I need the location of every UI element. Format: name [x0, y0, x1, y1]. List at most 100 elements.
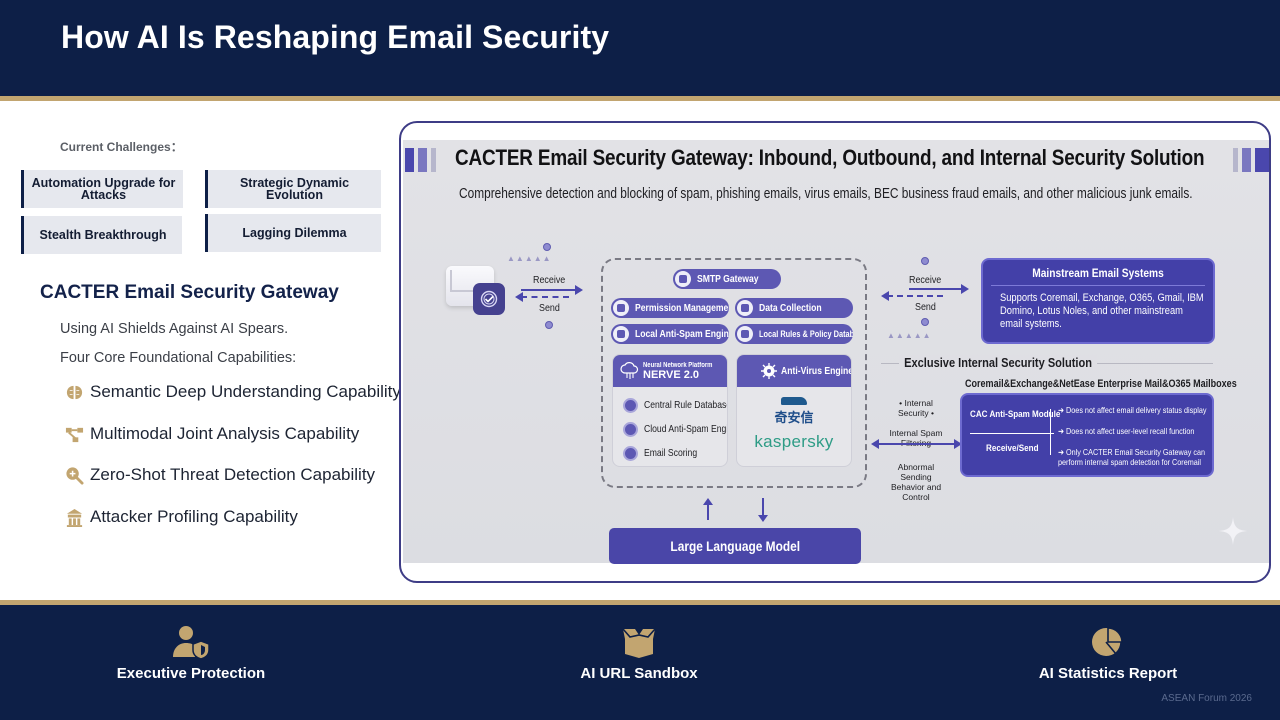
nerve-item: Central Rule Database [623, 393, 727, 417]
nerve-item: Email Scoring [623, 441, 727, 465]
capability-zero-shot: Zero-Shot Threat Detection Capability [65, 465, 375, 485]
receive-send-label: Receive/Send [986, 443, 1039, 454]
challenge-label: Lagging Dilemma [242, 226, 347, 240]
smtp-gateway: SMTP Gateway [673, 269, 781, 289]
internal-heading: Exclusive Internal Security Solution [899, 355, 1098, 370]
cloud-network-icon [620, 362, 639, 379]
bidirectional-arrow [875, 443, 955, 445]
pencil-icon [623, 445, 638, 461]
challenges-label: Current Challenges： [60, 140, 183, 154]
right-receive-label: Receive [909, 274, 942, 286]
down-arrow-head [758, 515, 768, 522]
bullet: ➜ Does not affect email delivery status … [1058, 405, 1207, 415]
internal-side: • Internal Security • Internal Spam Filt… [883, 398, 949, 502]
capability-attacker-profiling: Attacker Profiling Capability [65, 507, 298, 527]
feature-label: AI Statistics Report [1038, 665, 1178, 682]
footer-bar: Executive Protection AI URL Sandbox AI S… [0, 605, 1280, 720]
architecture-diagram: CACTER Email Security Gateway: Inbound, … [403, 140, 1269, 564]
nerve-header: Neural Network Platform NERVE 2.0 [613, 355, 727, 387]
nerve-item: Cloud Anti-Spam Engine [623, 417, 727, 441]
antivirus-card: Anti-Virus Engine 奇安信 kaspersky [736, 354, 852, 467]
header-bar: How AI Is Reshaping Email Security [0, 0, 1280, 96]
capability-label: Semantic Deep Understanding Capability [90, 382, 401, 401]
capability-label: Multimodal Joint Analysis Capability [90, 424, 360, 443]
feature-label: AI URL Sandbox [580, 665, 698, 682]
feature-ai-url-sandbox: AI URL Sandbox [519, 625, 759, 682]
antivirus-header: Anti-Virus Engine [737, 355, 851, 387]
mail-dot [921, 257, 929, 265]
capability-semantic: Semantic Deep Understanding Capability [65, 382, 401, 402]
brain-icon [66, 385, 83, 399]
internal-mailboxes: Coremail&Exchange&NetEase Enterprise Mai… [965, 378, 1237, 390]
diagram-subtitle: Comprehensive detection and blocking of … [459, 186, 1193, 202]
database-icon [623, 397, 638, 413]
magnify-plus-icon [66, 466, 84, 485]
left-receive-label: Receive [533, 274, 566, 286]
module-local-anti-spam: Local Anti-Spam Engine [611, 324, 729, 344]
shield-check-icon [473, 283, 505, 315]
diagram-panel: CACTER Email Security Gateway: Inbound, … [399, 121, 1271, 583]
pie-chart-icon [1092, 627, 1123, 657]
send-arrow [881, 291, 943, 301]
feature-executive-protection: Executive Protection [71, 625, 311, 682]
challenge-label: Automation Upgrade for Attacks [31, 176, 176, 202]
large-language-model: Large Language Model [609, 528, 861, 564]
mail-dot [545, 321, 553, 329]
right-send-label: Send [915, 301, 936, 313]
network-icon [65, 427, 84, 442]
capabilities-intro: Four Core Foundational Capabilities: [60, 350, 297, 366]
challenge-automation-upgrade: Automation Upgrade for Attacks [21, 170, 183, 208]
feature-label: Executive Protection [116, 665, 266, 682]
divider-bottom [0, 600, 1280, 605]
kaspersky-logo: kaspersky [754, 432, 834, 451]
diagram-title: CACTER Email Security Gateway: Inbound, … [455, 145, 1205, 170]
mail-dot [543, 243, 551, 251]
challenge-lagging-dilemma: Lagging Dilemma [205, 214, 381, 252]
arrow-head-right [954, 439, 962, 449]
bullet: ➜ Does not affect user-level recall func… [1058, 426, 1195, 436]
page-title: How AI Is Reshaping Email Security [61, 19, 610, 55]
gear-icon [613, 300, 629, 316]
database-icon [737, 326, 753, 342]
left-send-label: Send [539, 302, 560, 314]
challenge-label: Strategic Dynamic Evolution [239, 176, 350, 202]
receive-arrow [521, 285, 583, 295]
module-permission-management: Permission Management [611, 298, 729, 318]
mainstream-desc: Supports Coremail, Exchange, O365, Gmail… [1000, 292, 1204, 330]
send-arrow [515, 292, 569, 302]
mainstream-systems-box: Mainstream Email Systems Supports Corema… [981, 258, 1215, 344]
bullet: ➜ Only CACTER Email Security Gateway can… [1058, 447, 1205, 467]
divider-top [0, 96, 1280, 101]
sparkle-icon [1219, 517, 1247, 545]
internal-side-item: Internal Spam Filtering [889, 428, 943, 448]
challenge-stealth-breakthrough: Stealth Breakthrough [21, 216, 182, 254]
decorative-bars-right [1233, 148, 1269, 172]
internal-side-item: Abnormal Sending Behavior and Control [890, 462, 942, 502]
gateway-group [601, 258, 867, 488]
qianxin-logo: 奇安信 [737, 397, 851, 426]
flow-branch [1050, 409, 1051, 455]
up-arrow-head [703, 498, 713, 505]
capability-label: Attacker Profiling Capability [90, 507, 298, 526]
mail-dot [921, 318, 929, 326]
antivirus-title: Anti-Virus Engine [781, 365, 852, 377]
capability-multimodal: Multimodal Joint Analysis Capability [65, 424, 359, 444]
profile-icon [66, 508, 83, 527]
nerve-name: NERVE 2.0 [643, 368, 700, 381]
internal-security-box: CAC Anti-Spam Module Receive/Send ➜ Does… [960, 393, 1214, 477]
database-icon [737, 300, 753, 316]
internal-bullets: ➜ Does not affect email delivery status … [1058, 405, 1211, 467]
virus-icon [761, 363, 777, 379]
gateway-title: CACTER Email Security Gateway [40, 282, 339, 303]
cac-module-label: CAC Anti-Spam Module [970, 409, 1061, 420]
flow-line [970, 433, 1054, 434]
module-data-collection: Data Collection [735, 298, 853, 318]
gateway-tagline: Using AI Shields Against AI Spears. [60, 321, 289, 337]
user-shield-icon [173, 626, 210, 659]
mail-icons-row: ▲▲▲▲▲ [887, 331, 932, 340]
down-arrow [762, 498, 764, 516]
cloud-icon [623, 421, 638, 437]
receive-arrow [909, 284, 969, 294]
arrow-head-left [871, 439, 879, 449]
feature-ai-statistics-report: AI Statistics Report [988, 625, 1228, 682]
